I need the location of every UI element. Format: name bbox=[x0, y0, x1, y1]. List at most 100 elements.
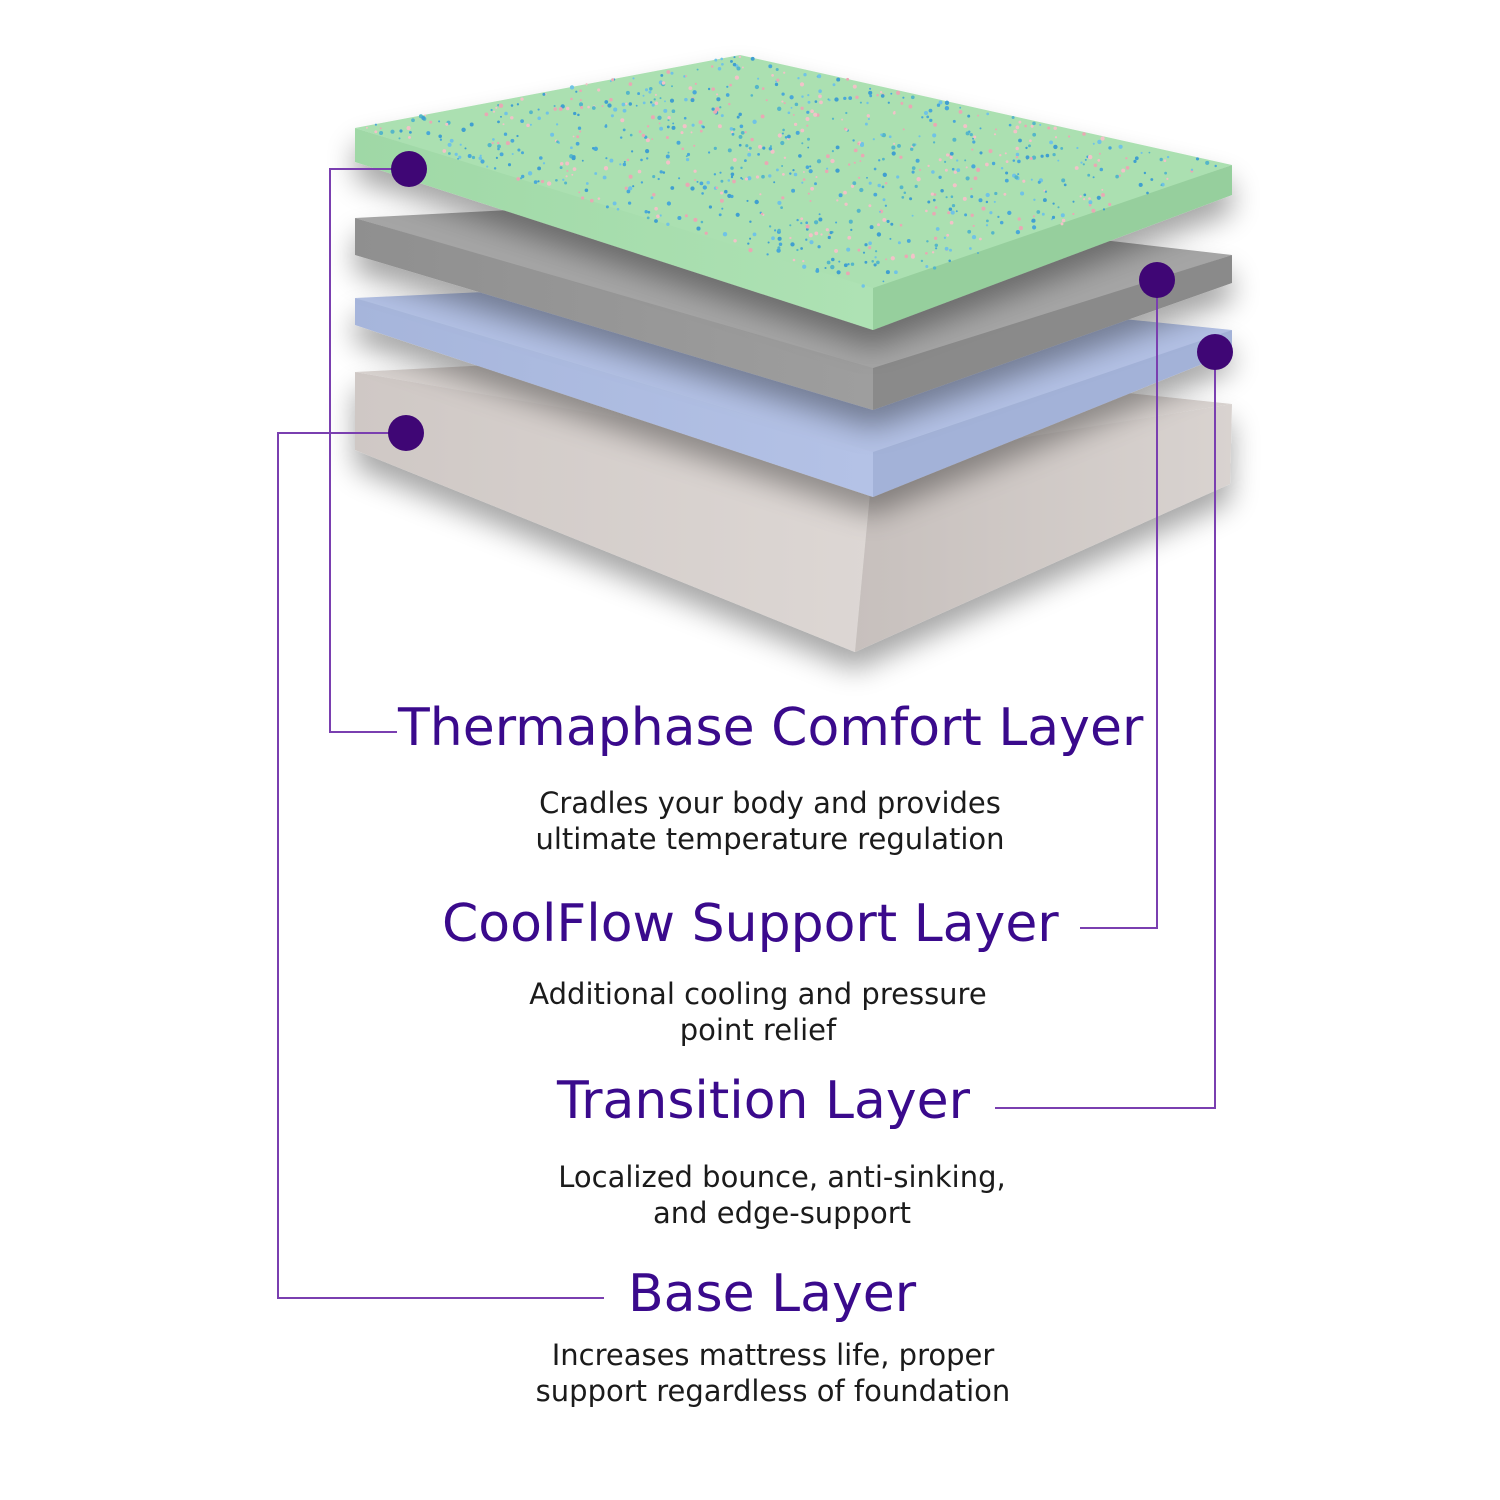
foam-speckle bbox=[859, 101, 862, 104]
foam-speckle bbox=[768, 174, 772, 178]
foam-speckle bbox=[690, 186, 695, 191]
foam-speckle bbox=[929, 118, 933, 123]
foam-speckle bbox=[836, 77, 841, 82]
foam-speckle bbox=[789, 95, 794, 100]
foam-speckle bbox=[540, 179, 545, 184]
foam-speckle bbox=[627, 201, 632, 205]
foam-speckle bbox=[511, 152, 514, 156]
foam-speckle bbox=[904, 254, 909, 259]
foam-speckle bbox=[732, 157, 737, 162]
foam-speckle bbox=[1017, 217, 1021, 221]
foam-speckle bbox=[938, 100, 943, 105]
foam-speckle bbox=[594, 172, 598, 175]
foam-speckle bbox=[830, 158, 835, 164]
foam-speckle bbox=[659, 170, 663, 174]
foam-speckle bbox=[690, 131, 693, 134]
foam-speckle bbox=[467, 154, 472, 158]
foam-speckle bbox=[575, 141, 580, 146]
foam-speckle bbox=[952, 183, 957, 188]
foam-speckle bbox=[876, 93, 879, 97]
foam-speckle bbox=[546, 181, 552, 186]
foam-speckle bbox=[716, 93, 719, 96]
foam-speckle bbox=[577, 126, 582, 130]
foam-speckle bbox=[720, 191, 724, 195]
foam-speckle bbox=[931, 170, 935, 174]
foam-speckle bbox=[731, 132, 735, 136]
foam-speckle bbox=[862, 251, 866, 254]
support-layer-title: CoolFlow Support Layer bbox=[442, 894, 1059, 954]
foam-speckle bbox=[619, 136, 623, 139]
foam-speckle bbox=[698, 120, 703, 125]
foam-speckle bbox=[1003, 192, 1007, 196]
foam-speckle bbox=[578, 102, 584, 107]
foam-speckle bbox=[728, 102, 731, 106]
foam-speckle bbox=[1166, 177, 1169, 180]
foam-speckle bbox=[845, 271, 850, 276]
foam-speckle bbox=[670, 71, 674, 75]
foam-speckle bbox=[646, 125, 650, 128]
foam-speckle bbox=[1013, 129, 1018, 134]
foam-speckle bbox=[696, 226, 701, 231]
foam-speckle bbox=[768, 225, 772, 228]
foam-speckle bbox=[629, 133, 633, 137]
comfort-layer-front bbox=[355, 128, 873, 330]
foam-speckle bbox=[783, 71, 786, 74]
foam-speckle bbox=[1096, 195, 1101, 200]
foam-speckle bbox=[802, 178, 806, 181]
foam-speckle bbox=[408, 135, 411, 139]
foam-speckle bbox=[869, 225, 874, 230]
foam-speckle bbox=[623, 160, 626, 163]
support-layer-side bbox=[873, 255, 1232, 410]
foam-speckle bbox=[902, 96, 905, 99]
foam-speckle bbox=[949, 248, 952, 252]
foam-speckle bbox=[701, 192, 704, 195]
foam-speckle bbox=[749, 237, 752, 240]
foam-speckle bbox=[1029, 139, 1032, 143]
foam-speckle bbox=[760, 212, 764, 216]
foam-speckle bbox=[979, 127, 982, 130]
foam-speckle bbox=[713, 109, 718, 114]
foam-speckle bbox=[790, 242, 795, 247]
foam-speckle bbox=[1031, 218, 1036, 223]
foam-speckle bbox=[902, 128, 905, 131]
foam-speckle bbox=[730, 59, 733, 63]
foam-speckle bbox=[719, 171, 722, 174]
foam-speckle bbox=[1033, 198, 1036, 201]
foam-speckle bbox=[503, 132, 508, 136]
foam-speckle bbox=[529, 110, 533, 115]
foam-speckle bbox=[572, 155, 576, 159]
foam-speckle bbox=[649, 101, 653, 104]
foam-speckle bbox=[868, 90, 873, 95]
foam-speckle bbox=[1087, 173, 1091, 177]
foam-speckle bbox=[932, 141, 936, 144]
foam-speckle bbox=[438, 134, 442, 139]
foam-speckle bbox=[860, 153, 865, 158]
foam-speckle bbox=[1053, 126, 1057, 130]
foam-speckle bbox=[809, 165, 812, 168]
foam-speckle bbox=[580, 106, 584, 109]
foam-speckle bbox=[977, 114, 980, 117]
foam-speckle bbox=[1091, 208, 1096, 213]
foam-speckle bbox=[579, 89, 582, 93]
foam-speckle bbox=[864, 122, 868, 126]
foam-speckle bbox=[533, 180, 538, 184]
foam-speckle bbox=[645, 138, 650, 143]
foam-speckle bbox=[948, 259, 951, 263]
foam-speckle bbox=[1036, 210, 1041, 214]
foam-speckle bbox=[1004, 178, 1009, 183]
foam-speckle bbox=[529, 123, 532, 126]
foam-speckle bbox=[676, 140, 681, 145]
foam-speckle bbox=[801, 95, 804, 98]
foam-speckle bbox=[944, 106, 950, 111]
foam-speckle bbox=[628, 102, 632, 106]
foam-speckle bbox=[877, 183, 881, 188]
foam-speckle bbox=[951, 203, 956, 208]
foam-speckle bbox=[946, 233, 950, 237]
foam-speckle bbox=[801, 142, 804, 145]
foam-speckle bbox=[932, 133, 937, 138]
foam-speckle bbox=[738, 143, 742, 147]
foam-speckle bbox=[691, 123, 695, 127]
foam-speckle bbox=[792, 113, 795, 116]
foam-speckle bbox=[896, 175, 900, 179]
foam-speckle bbox=[1125, 157, 1128, 160]
